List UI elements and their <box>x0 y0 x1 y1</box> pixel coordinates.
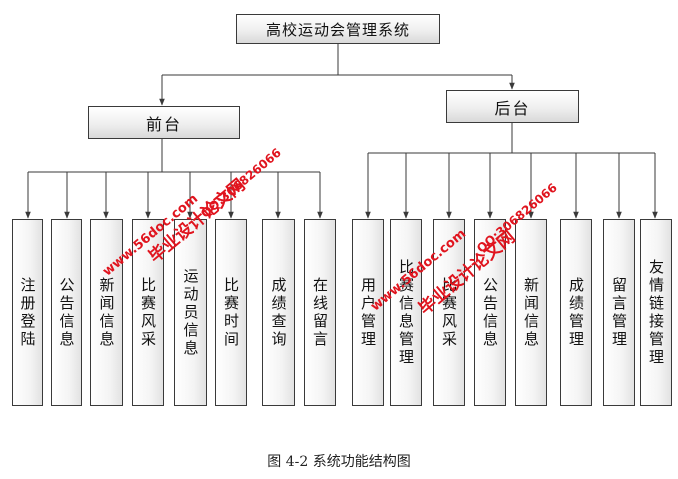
leaf-label: 公告信息 <box>57 276 76 349</box>
leaf-label: 新闻信息 <box>522 276 540 349</box>
root-node: 高校运动会管理系统 <box>236 14 440 44</box>
leaf-label: 公告信息 <box>481 276 499 349</box>
leaf-label: 新闻信息 <box>97 276 116 349</box>
leaf-label: 比赛信息管理 <box>397 258 415 367</box>
front-item-news-info: 新闻信息 <box>90 219 123 406</box>
back-item-link-manage: 友情链接管理 <box>640 219 672 406</box>
leaf-label: 比赛风采 <box>440 276 458 349</box>
front-item-register-login: 注册登陆 <box>12 219 43 406</box>
back-item-notice-info: 公告信息 <box>474 219 506 406</box>
back-item-message-manage: 留言管理 <box>603 219 635 406</box>
front-item-athlete-info: 运动员信息 <box>174 219 207 406</box>
back-item-user-manage: 用户管理 <box>352 219 384 406</box>
figure-caption: 图 4-2 系统功能结构图 <box>267 454 411 470</box>
root-label: 高校运动会管理系统 <box>265 20 410 39</box>
back-label: 后台 <box>494 98 531 118</box>
front-node: 前台 <box>88 106 240 139</box>
back-node: 后台 <box>446 90 579 123</box>
back-item-news-info: 新闻信息 <box>515 219 547 406</box>
front-item-score-query: 成绩查询 <box>262 219 295 406</box>
leaf-label: 成绩查询 <box>269 276 288 349</box>
back-item-score-manage: 成绩管理 <box>560 219 592 406</box>
leaf-label: 比赛风采 <box>139 276 157 349</box>
front-item-online-message: 在线留言 <box>304 219 336 406</box>
leaf-label: 友情链接管理 <box>647 258 665 367</box>
front-label: 前台 <box>145 114 182 134</box>
front-item-notice-info: 公告信息 <box>51 219 82 406</box>
back-item-match-gallery: 比赛风采 <box>433 219 465 406</box>
leaf-label: 在线留言 <box>311 276 329 349</box>
leaf-label: 成绩管理 <box>567 276 585 349</box>
leaf-label: 比赛时间 <box>222 276 240 349</box>
leaf-label: 运动员信息 <box>181 267 200 358</box>
leaf-label: 留言管理 <box>610 276 628 349</box>
leaf-label: 注册登陆 <box>18 276 37 349</box>
front-item-match-gallery: 比赛风采 <box>132 219 164 406</box>
back-item-match-info-manage: 比赛信息管理 <box>390 219 422 406</box>
leaf-label: 用户管理 <box>359 276 377 349</box>
front-item-match-time: 比赛时间 <box>215 219 247 406</box>
